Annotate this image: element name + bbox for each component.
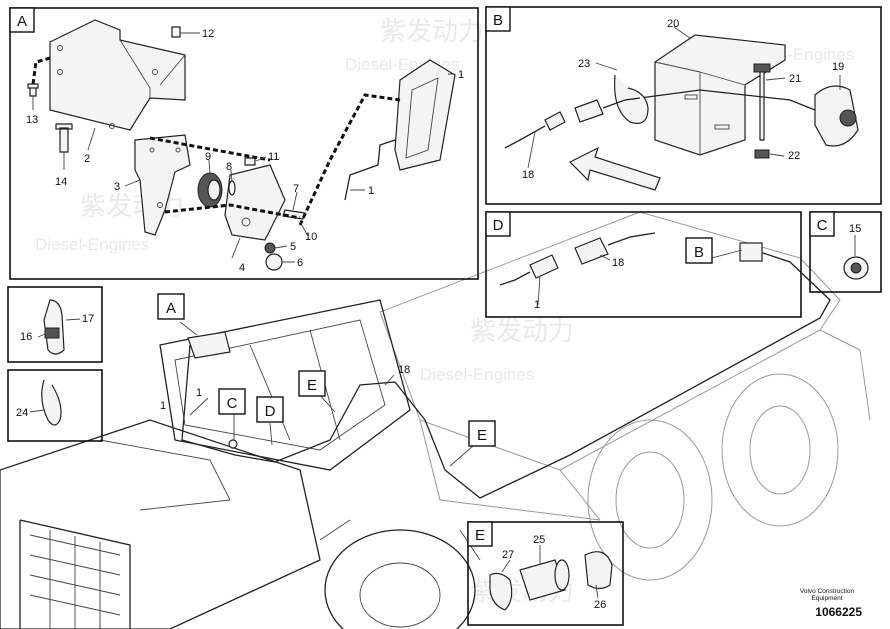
panel-e: E 27 25 26 [467,521,624,626]
main-label-e2: E [477,427,487,444]
connector-d-18-shape [574,237,609,265]
panel-a-label: A [17,13,27,30]
watermark-cn-1: 紫发动力 [380,16,484,46]
clip-panel-1: 17 16 [7,286,103,363]
a-callout-10: 10 [305,231,317,243]
clip-27-shape [489,572,513,611]
panel-a: A 12 1 [9,7,479,280]
a-callout-6: 6 [297,257,303,269]
a-callout-12: 12 [202,28,214,40]
panel-e-label: E [475,527,485,544]
main-label-a: A [166,300,176,317]
panel-c-label: C [817,217,828,234]
d-callout-18: 18 [612,257,624,269]
cable-1-route [181,344,236,456]
cable-18-route [234,251,831,499]
main-callout-18: 18 [398,364,410,376]
bracket-20-shape [654,34,786,156]
a-callout-3: 3 [114,181,120,193]
clip-callout-24: 24 [16,407,28,419]
clip-panel-2: 24 [7,369,103,442]
a-callout-9: 9 [205,151,211,163]
sleeve-25-shape [519,559,566,601]
d-callout-1: 1 [534,299,540,311]
clip-callout-17: 17 [82,313,94,325]
c-callout-15: 15 [849,223,861,235]
bracket-2-shape [49,19,186,131]
panel-d: D 1 18 [485,211,802,318]
e-callout-26: 26 [594,599,606,611]
machine-outline [0,211,871,629]
b-callout-21: 21 [789,73,801,85]
work-lamp-shape [187,331,231,359]
main-callout-1a: 1 [160,400,166,412]
footer-code: 1066225 [815,605,862,619]
main-label-c: C [227,395,238,412]
e-callout-25: 25 [533,534,545,546]
a-callout-14: 14 [55,176,67,188]
connector-18-shape [574,99,604,123]
b-callout-22: 22 [788,150,800,162]
bracket-4-shape [224,164,286,241]
plate-3-shape [134,134,191,236]
lamp-1-shape [394,59,456,171]
main-callout-1b: 1 [196,387,202,399]
b-callout-19: 19 [832,61,844,73]
connector-d-1-shape [529,254,559,279]
panel-b: B 20 23 21 19 22 18 [485,6,882,205]
b-callout-20: 20 [667,18,679,30]
a-callout-1: 1 [458,69,464,81]
watermark-cn-3: 紫发动力 [470,316,574,346]
a-callout-8: 8 [226,161,232,173]
clip-c-shape [228,439,238,449]
b-callout-23: 23 [578,58,590,70]
a-callout-4: 4 [239,262,245,274]
a-callout-2: 2 [84,153,90,165]
panel-d-label: D [493,217,504,234]
e-callout-27: 27 [502,549,514,561]
cap-6-shape [265,253,283,271]
main-label-b: B [694,244,704,261]
footer-brand: Volvo Construction Equipment [799,588,855,602]
camera-19-shape [814,85,859,147]
panel-c: C 15 [809,211,882,293]
a-callout-1b: 1 [368,185,374,197]
tie-24-shape [41,379,62,426]
direction-arrow-shape [568,146,661,191]
clip-callout-16: 16 [20,331,32,343]
clip-17-shape [43,299,65,355]
screw-7-shape [282,209,306,220]
b-callout-18: 18 [522,169,534,181]
a-callout-7: 7 [293,183,299,195]
a-callout-13: 13 [26,114,38,126]
panel-b-label: B [493,12,503,29]
cap-26-shape [584,551,613,590]
main-label-e1: E [307,377,317,394]
watermark-en-2: Diesel-Engines [35,235,149,254]
nut-5-shape [264,242,276,254]
main-label-d: D [265,403,276,420]
sensor-box-shape [739,242,763,262]
main-letter-labels: A B C D E E 1 1 18 [157,237,713,447]
watermark-en-3: Diesel-Engines [420,365,534,384]
a-callout-11: 11 [268,151,279,163]
a-callout-5: 5 [290,241,296,253]
